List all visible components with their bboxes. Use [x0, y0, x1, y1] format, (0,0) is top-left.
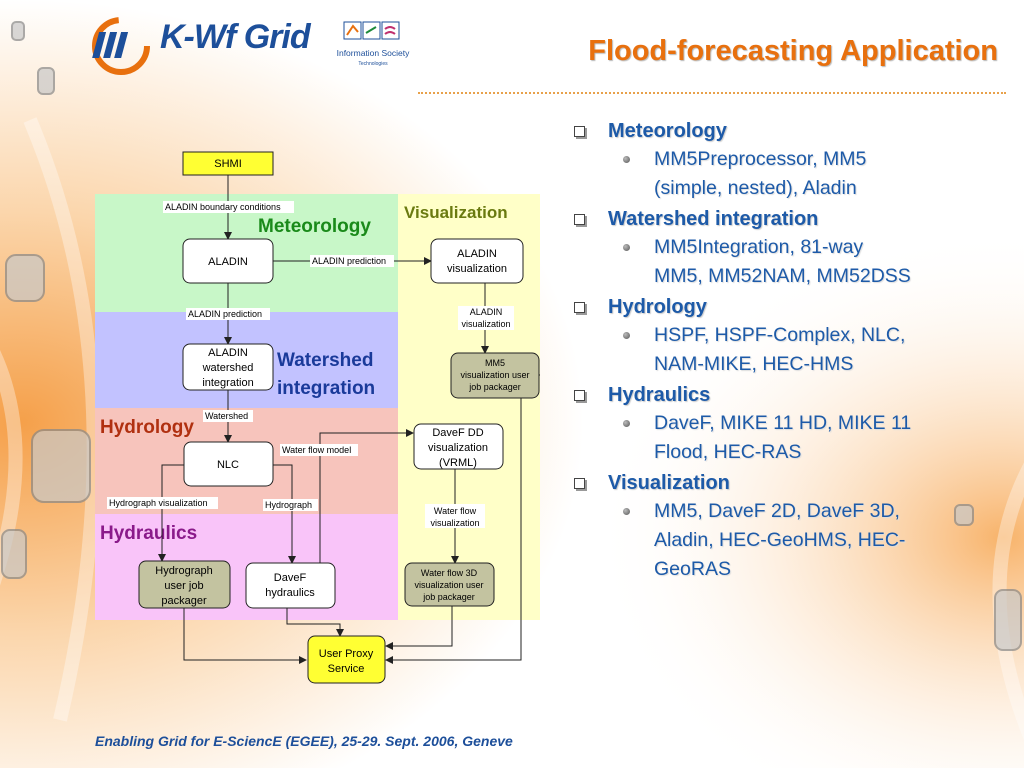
node-shmi — [182, 151, 274, 176]
node-aladin-watershed — [182, 343, 274, 391]
bullet-item-line: MM5Preprocessor, MM5 — [654, 148, 867, 170]
node-waterflow-packager — [404, 562, 495, 607]
node-mm5-packager-line-1: MM5 — [485, 358, 505, 368]
node-aladin-watershed-line-3: integration — [202, 377, 253, 389]
node-davef-hydraulics — [245, 562, 336, 609]
bullet-section-watershed: Watershed integration — [574, 206, 1014, 233]
node-shmi-label: SHMI — [214, 158, 242, 170]
node-user-proxy-line-1: User Proxy — [319, 648, 374, 660]
bullet-item: MM5Preprocessor, MM5 (simple, nested), A… — [574, 145, 1014, 203]
node-aladin-watershed-line-2: watershed — [202, 362, 254, 374]
edge-label-water-flow-vis-2: visualization — [430, 518, 479, 528]
node-user-proxy-line-2: Service — [328, 663, 365, 675]
bullet-item-line: MM5, MM52NAM, MM52DSS — [654, 265, 911, 287]
checkbox-bullet-icon — [574, 390, 585, 401]
ist-text-2: Technologies — [358, 61, 388, 67]
node-davef-dd-line-2: visualization — [428, 442, 488, 454]
node-davef-hydraulics-line-2: hydraulics — [265, 587, 315, 599]
logo-text: K-Wf Grid — [160, 18, 311, 56]
bullet-item: DaveF, MIKE 11 HD, MIKE 11 Flood, HEC-RA… — [574, 409, 1014, 467]
region-label-visualization: Visualization — [404, 203, 508, 222]
node-nlc-label: NLC — [217, 459, 239, 471]
region-label-watershed-2: integration — [277, 378, 375, 399]
node-aladin — [182, 238, 274, 284]
node-mm5-packager-line-3: job packager — [468, 382, 521, 392]
bullet-heading: Visualization — [608, 472, 730, 494]
edge-label-watershed: Watershed — [205, 411, 248, 421]
bullet-section-meteorology: Meteorology — [574, 118, 1014, 145]
region-label-hydraulics: Hydraulics — [100, 523, 197, 544]
bullet-list: Meteorology MM5Preprocessor, MM5 (simple… — [574, 118, 1014, 587]
bullet-item-line: (simple, nested), Aladin — [654, 177, 857, 199]
node-waterflow-packager-line-3: job packager — [422, 592, 475, 602]
bullet-section-hydrology: Hydrology — [574, 294, 1014, 321]
dot-bullet-icon — [623, 244, 630, 251]
footer-text: Enabling Grid for E-SciencE (EGEE), 25-2… — [95, 733, 513, 749]
bullet-heading: Hydrology — [608, 296, 707, 318]
node-hydrograph-packager-line-2: user job — [164, 580, 203, 592]
bullet-item-line: MM5Integration, 81-way — [654, 236, 864, 258]
bullet-item-line: NAM-MIKE, HEC-HMS — [654, 353, 854, 375]
bullet-section-visualization: Visualization — [574, 470, 1014, 497]
node-waterflow-packager-line-1: Water flow 3D — [421, 568, 478, 578]
node-davef-dd-line-1: DaveF DD — [432, 427, 483, 439]
bullet-item-line: DaveF, MIKE 11 HD, MIKE 11 — [654, 412, 912, 434]
edge-label-hydrograph-visualization: Hydrograph visualization — [109, 498, 208, 508]
node-hydrograph-packager — [138, 560, 231, 609]
edge-label-aladin-vis-1: ALADIN — [470, 307, 503, 317]
node-user-proxy — [307, 635, 386, 684]
node-hydrograph-packager-line-3: packager — [161, 595, 207, 607]
node-mm5-packager — [450, 352, 540, 399]
page-title: Flood-forecasting Application — [588, 35, 998, 67]
region-label-hydrology: Hydrology — [100, 417, 194, 438]
edge-label-water-flow-model: Water flow model — [282, 445, 351, 455]
bullet-heading: Hydraulics — [608, 384, 711, 406]
checkbox-bullet-icon — [574, 302, 585, 313]
node-aladin-watershed-line-1: ALADIN — [208, 347, 248, 359]
dot-bullet-icon — [623, 508, 630, 515]
edge-label-aladin-prediction-h: ALADIN prediction — [312, 256, 386, 266]
node-hydrograph-packager-line-1: Hydrograph — [155, 565, 212, 577]
bullet-item-line: GeoRAS — [654, 558, 731, 580]
checkbox-bullet-icon — [574, 126, 585, 137]
bullet-item: MM5, DaveF 2D, DaveF 3D, Aladin, HEC-Geo… — [574, 497, 1014, 584]
edge-label-aladin-boundary: ALADIN boundary conditions — [165, 202, 281, 212]
edge-label-aladin-prediction-v: ALADIN prediction — [188, 309, 262, 319]
checkbox-bullet-icon — [574, 214, 585, 225]
ist-logo: Information Society Technologies — [337, 21, 411, 67]
bullet-item-line: Aladin, HEC-GeoHMS, HEC- — [654, 529, 906, 551]
node-aladin-visualization-line-2: visualization — [447, 263, 507, 275]
bullet-heading: Watershed integration — [608, 208, 819, 230]
region-label-meteorology: Meteorology — [258, 216, 371, 237]
bullet-item: MM5Integration, 81-way MM5, MM52NAM, MM5… — [574, 233, 1014, 291]
dot-bullet-icon — [623, 332, 630, 339]
bullet-item-line: HSPF, HSPF-Complex, NLC, — [654, 324, 906, 346]
dot-bullet-icon — [623, 156, 630, 163]
bullet-section-hydraulics: Hydraulics — [574, 382, 1014, 409]
node-aladin-visualization-line-1: ALADIN — [457, 248, 497, 260]
node-davef-dd — [413, 423, 504, 470]
node-mm5-packager-line-2: visualization user — [460, 370, 529, 380]
node-waterflow-packager-line-2: visualization user — [414, 580, 483, 590]
node-aladin-visualization — [430, 238, 524, 284]
dot-bullet-icon — [623, 420, 630, 427]
bullet-item: HSPF, HSPF-Complex, NLC, NAM-MIKE, HEC-H… — [574, 321, 1014, 379]
checkbox-bullet-icon — [574, 478, 585, 489]
edge-label-hydrograph: Hydrograph — [265, 500, 312, 510]
bullet-item-line: Flood, HEC-RAS — [654, 441, 802, 463]
node-davef-hydraulics-line-1: DaveF — [274, 572, 307, 584]
edge-label-aladin-vis-2: visualization — [461, 319, 510, 329]
bullet-heading: Meteorology — [608, 120, 727, 142]
node-davef-dd-line-3: (VRML) — [439, 457, 477, 469]
node-aladin-label: ALADIN — [208, 256, 248, 268]
title-separator — [418, 92, 1006, 94]
ist-text-1: Information Society — [337, 48, 411, 58]
node-nlc — [183, 441, 274, 487]
kwf-grid-logo-icon — [92, 17, 150, 75]
bullet-item-line: MM5, DaveF 2D, DaveF 3D, — [654, 500, 900, 522]
region-label-watershed-1: Watershed — [277, 350, 373, 371]
edge-label-water-flow-vis-1: Water flow — [434, 506, 477, 516]
